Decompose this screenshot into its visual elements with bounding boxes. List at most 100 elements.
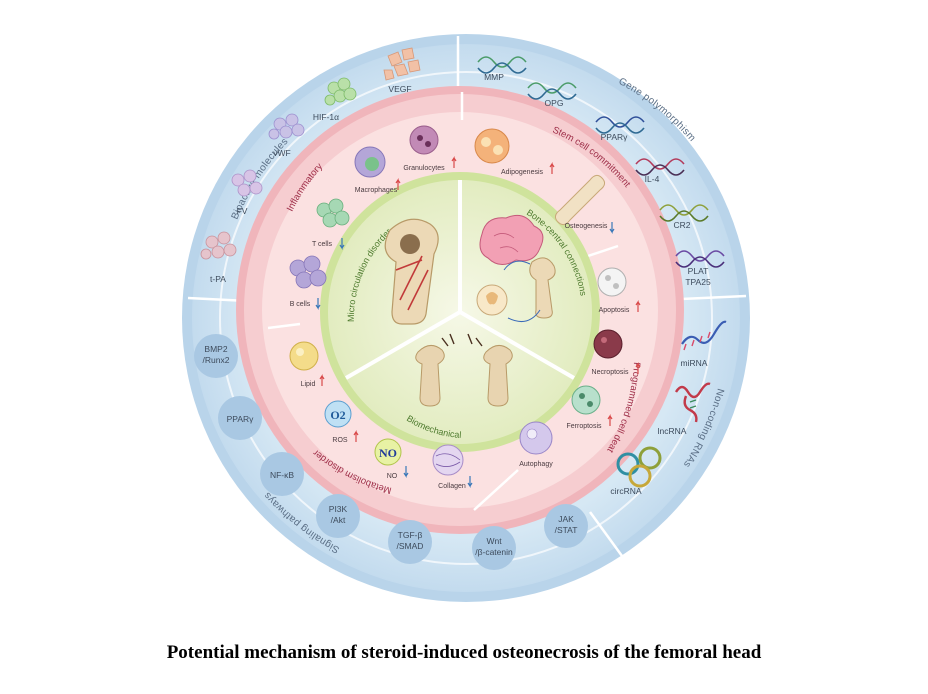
collagen-down-arrow — [467, 476, 473, 488]
bubble-tgfb — [388, 520, 432, 564]
bubble-pparg — [218, 396, 262, 440]
brain-icon — [479, 214, 544, 265]
apoptosis-up-arrow — [635, 300, 641, 312]
granulocytes-up-arrow — [451, 156, 457, 168]
nitric-oxide-icon: NO — [374, 438, 402, 466]
inner-divider-right — [458, 310, 576, 380]
mmp-label: MMP — [484, 72, 504, 82]
lncrna-icon — [674, 382, 711, 423]
opg-dna-icon — [527, 82, 577, 100]
necroptosis-up-arrow — [635, 362, 641, 374]
nfkb-label: NF-κB — [270, 470, 294, 480]
femoral-head-vessels-icon — [384, 218, 439, 325]
cr2-label: CR2 — [673, 220, 690, 230]
osteogenesis-label: Osteogenesis — [565, 223, 608, 230]
ros-label: ROS — [332, 437, 348, 444]
apoptosis-label: Apoptosis — [599, 307, 630, 314]
pparg-pathway-label: PPARγ — [227, 414, 255, 424]
ros-icon: O2 — [324, 400, 352, 428]
hif1a-icon — [324, 77, 357, 106]
tcells-down-arrow — [339, 238, 345, 250]
femur-bone-icon — [529, 257, 556, 319]
necroptosis-icon — [593, 329, 623, 359]
ros-up-arrow — [353, 430, 359, 442]
spinal-cord-icon — [476, 284, 508, 316]
lncrna-label: lncRNA — [658, 426, 687, 436]
pparg-label: PPARγ — [601, 132, 629, 142]
pi3k-line1: PI3K — [329, 504, 348, 514]
adipogenesis-label: Adipogenesis — [501, 169, 544, 176]
mid-divider-bottom — [473, 469, 519, 511]
plat-label: PLAT — [688, 266, 709, 276]
no-label: NO — [387, 473, 398, 480]
granulocytes-label: Granulocytes — [403, 165, 445, 172]
macrophage-icon — [354, 146, 386, 178]
no-symbol: NO — [379, 446, 397, 460]
vwf-icon — [268, 113, 305, 140]
bubble-pi3k — [316, 494, 360, 538]
macrophages-label: Macrophages — [355, 187, 398, 194]
il4-label: IL-4 — [645, 174, 660, 184]
ferroptosis-up-arrow — [607, 414, 613, 426]
bmp2-line2: /Runx2 — [203, 355, 230, 365]
tgfb-line2: /SMAD — [397, 541, 424, 551]
tgfb-line1: TGF-β — [398, 530, 423, 540]
il4-dna-icon — [635, 158, 685, 176]
tpa25-label: TPA25 — [685, 277, 711, 287]
osteogenesis-down-arrow — [609, 222, 615, 234]
bubble-bmp2 — [194, 334, 238, 378]
inner-divider-left — [344, 310, 462, 380]
mmp-dna-icon — [477, 56, 527, 74]
ferroptosis-icon — [571, 385, 601, 415]
figure-caption: Potential mechanism of steroid-induced o… — [166, 642, 762, 663]
collagen-icon — [432, 444, 464, 476]
left-femur-load-icon — [415, 333, 455, 407]
bmp2-line1: BMP2 — [204, 344, 227, 354]
tpa-label: t-PA — [210, 274, 226, 284]
tcell-icon — [316, 198, 350, 228]
right-femur-load-icon — [467, 333, 513, 407]
jak-line1: JAK — [558, 514, 574, 524]
bubble-jak — [544, 504, 588, 548]
adipocyte-icon — [474, 128, 510, 164]
ferroptosis-label: Ferroptosis — [566, 423, 602, 430]
circrna-icon — [616, 446, 662, 488]
bcells-down-arrow — [315, 298, 321, 310]
pi3k-line2: /Akt — [331, 515, 346, 525]
signaling-bubbles: BMP2 /Runx2 PPARγ NF-κB PI3K /Akt TGF-β … — [194, 334, 588, 570]
opg-label: OPG — [545, 98, 564, 108]
macrophages-up-arrow — [395, 178, 401, 190]
cr2-dna-icon — [659, 204, 709, 222]
tpa-icon — [200, 231, 237, 260]
o2-symbol: O2 — [330, 408, 345, 422]
apoptosis-icon — [597, 267, 627, 297]
connection-arrow-bottom — [507, 309, 541, 323]
tcells-label: T cells — [312, 241, 333, 248]
circrna-label: circRNA — [610, 486, 641, 496]
pparg-dna-icon — [595, 116, 645, 134]
fv-label: FV — [237, 206, 248, 216]
bubble-nfkb — [260, 452, 304, 496]
necroptosis-label: Necroptosis — [592, 369, 629, 376]
lipid-label: Lipid — [301, 381, 316, 388]
mid-divider-left — [267, 322, 301, 330]
vegf-icon — [383, 47, 421, 81]
plat-dna-icon — [675, 250, 725, 268]
vwf-label: vWF — [273, 148, 290, 158]
hif1a-label: HIF-1α — [313, 112, 339, 122]
bcell-icon — [289, 255, 327, 289]
wnt-line2: /β-catenin — [475, 547, 513, 557]
no-down-arrow — [403, 466, 409, 478]
adipogenesis-up-arrow — [549, 162, 555, 174]
autophagy-icon — [519, 421, 553, 455]
outer-ring-track — [219, 71, 713, 565]
bubble-wnt — [472, 526, 516, 570]
mirna-icon — [681, 320, 727, 351]
jak-line2: /STAT — [555, 525, 578, 535]
connection-arrow-top — [503, 260, 531, 271]
granulocyte-icon — [409, 125, 439, 155]
collagen-label: Collagen — [438, 483, 466, 490]
bcells-label: B cells — [290, 301, 311, 308]
outer-divider-bottom — [588, 511, 624, 557]
